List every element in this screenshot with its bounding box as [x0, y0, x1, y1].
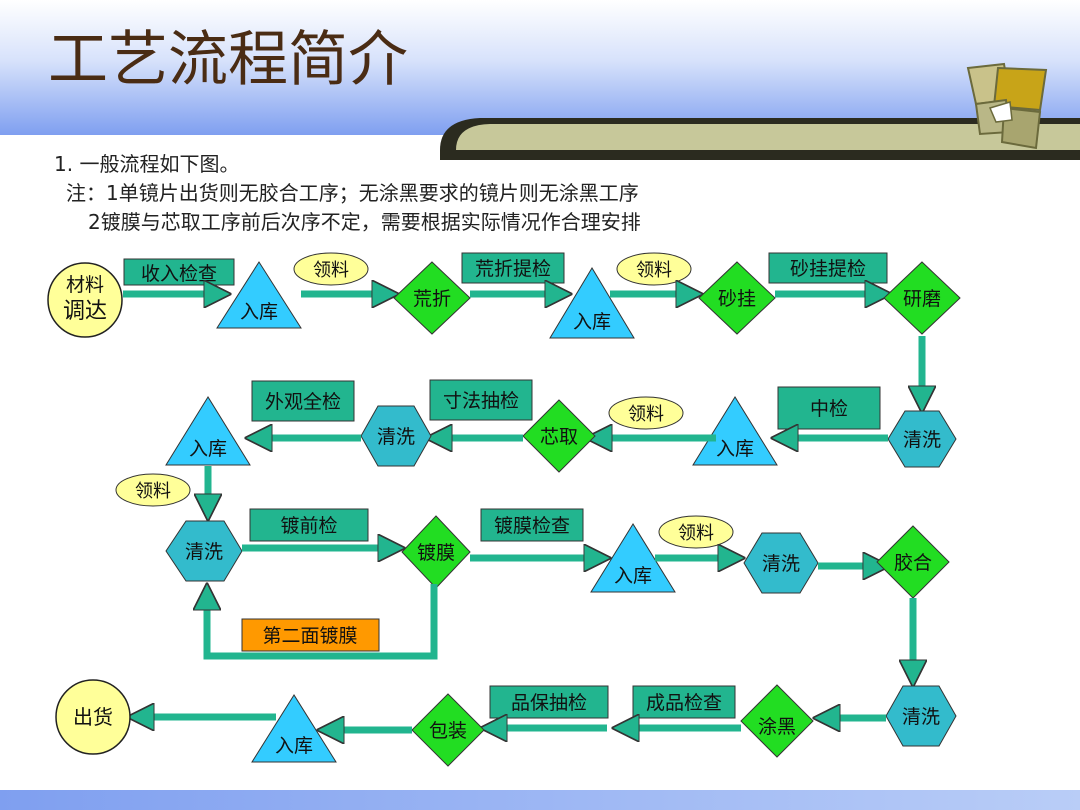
svg-text:成品检查: 成品检查 — [646, 692, 722, 714]
svg-text:包装: 包装 — [429, 720, 467, 742]
svg-text:清洗: 清洗 — [185, 541, 223, 563]
svg-text:入库: 入库 — [614, 565, 652, 587]
pack-diamond: 包装 — [411, 693, 485, 767]
svg-text:领料: 领料 — [135, 481, 171, 502]
svg-text:胶合: 胶合 — [894, 552, 932, 574]
svg-text:中检: 中检 — [810, 398, 848, 420]
header-band — [0, 0, 1080, 135]
svg-text:领料: 领料 — [636, 260, 672, 281]
svg-text:清洗: 清洗 — [762, 553, 800, 575]
svg-text:入库: 入库 — [189, 438, 227, 460]
label-visual-check: 外观全检 — [251, 380, 355, 422]
label-qa-sampling: 品保抽检 — [489, 685, 609, 719]
wash-hexagon-3: 清洗 — [165, 520, 243, 582]
label-second-side-coat: 第二面镀膜 — [241, 618, 380, 652]
ship-oval: 出货 — [55, 679, 131, 755]
grind2-diamond: 研磨 — [883, 261, 961, 335]
svg-text:镀膜: 镀膜 — [417, 542, 455, 564]
label-pre-coat-check: 镀前检 — [249, 508, 369, 542]
glue-diamond: 胶合 — [876, 525, 950, 599]
store-triangle-4: 入库 — [165, 396, 251, 466]
svg-text:荒折: 荒折 — [413, 288, 451, 310]
start-oval: 材料 调达 — [47, 262, 123, 338]
loop-second-side-coat — [207, 584, 438, 660]
svg-text:领料: 领料 — [678, 523, 714, 544]
store-triangle-1: 入库 — [216, 261, 302, 329]
svg-text:镀膜检查: 镀膜检查 — [494, 515, 570, 537]
coat-diamond: 镀膜 — [401, 515, 471, 589]
cube-logo-icon — [966, 62, 1048, 150]
svg-text:第二面镀膜: 第二面镀膜 — [262, 625, 357, 647]
svg-text:荒折提检: 荒折提检 — [475, 258, 551, 280]
pick-oval-4: 领料 — [115, 473, 191, 507]
wash-hexagon-1: 清洗 — [887, 410, 957, 468]
svg-text:芯取: 芯取 — [540, 426, 578, 448]
svg-text:清洗: 清洗 — [377, 426, 415, 448]
svg-text:砂挂: 砂挂 — [718, 288, 756, 310]
note-line-2: 注：1单镜片出货则无胶合工序；无涂黑要求的镜片则无涂黑工序 — [66, 181, 639, 205]
svg-text:出货: 出货 — [73, 705, 113, 729]
label-mid-check: 中检 — [777, 386, 881, 430]
pick-oval-2: 领料 — [616, 252, 692, 286]
pick-oval-5: 领料 — [658, 515, 734, 549]
label-cut-check: 荒折提检 — [461, 252, 565, 284]
svg-text:收入检查: 收入检查 — [141, 263, 217, 285]
center-diamond: 芯取 — [522, 399, 596, 473]
notes: 1. 一般流程如下图。 注：1单镜片出货则无胶合工序；无涂黑要求的镜片则无涂黑工… — [54, 150, 641, 237]
black-diamond: 涂黑 — [740, 684, 814, 758]
store-triangle-6: 入库 — [251, 694, 337, 763]
pick-oval-1: 领料 — [293, 252, 369, 286]
svg-text:涂黑: 涂黑 — [758, 716, 796, 738]
store-triangle-3: 入库 — [692, 396, 778, 466]
pick-oval-3: 领料 — [608, 396, 684, 430]
svg-text:砂挂提检: 砂挂提检 — [790, 258, 866, 280]
bottom-band — [0, 790, 1080, 810]
label-product-check: 成品检查 — [632, 685, 736, 719]
wash-hexagon-5: 清洗 — [885, 685, 957, 747]
note-line-3: 2镀膜与芯取工序前后次序不定，需要根据实际情况作合理安排 — [88, 210, 641, 234]
wash-hexagon-2: 清洗 — [360, 405, 432, 467]
cut-diamond: 荒折 — [393, 261, 471, 335]
label-dimension-check: 寸法抽检 — [429, 379, 533, 421]
svg-text:入库: 入库 — [275, 735, 313, 757]
svg-text:入库: 入库 — [573, 311, 611, 333]
svg-text:研磨: 研磨 — [903, 288, 941, 310]
svg-text:外观全检: 外观全检 — [265, 391, 341, 413]
svg-text:寸法抽检: 寸法抽检 — [443, 390, 519, 412]
store-triangle-2: 入库 — [549, 267, 635, 339]
svg-text:入库: 入库 — [240, 301, 278, 323]
label-grind-check: 砂挂提检 — [768, 252, 888, 284]
header-swoosh — [440, 118, 1080, 160]
page-title: 工艺流程简介 — [48, 25, 408, 95]
store-triangle-5: 入库 — [590, 523, 676, 593]
svg-text:领料: 领料 — [628, 404, 664, 425]
wash-hexagon-4: 清洗 — [743, 532, 819, 594]
svg-text:镀前检: 镀前检 — [280, 515, 337, 537]
svg-text:品保抽检: 品保抽检 — [511, 692, 587, 714]
svg-text:领料: 领料 — [313, 260, 349, 281]
svg-text:清洗: 清洗 — [903, 429, 941, 451]
svg-text:清洗: 清洗 — [902, 706, 940, 728]
svg-text:材料: 材料 — [66, 274, 104, 296]
svg-text:调达: 调达 — [63, 299, 107, 324]
note-line-1: 1. 一般流程如下图。 — [54, 152, 240, 176]
svg-text:入库: 入库 — [716, 438, 754, 460]
label-coat-check: 镀膜检查 — [480, 508, 584, 542]
grind1-diamond: 砂挂 — [698, 261, 776, 335]
label-incoming-inspection: 收入检查 — [123, 258, 235, 286]
